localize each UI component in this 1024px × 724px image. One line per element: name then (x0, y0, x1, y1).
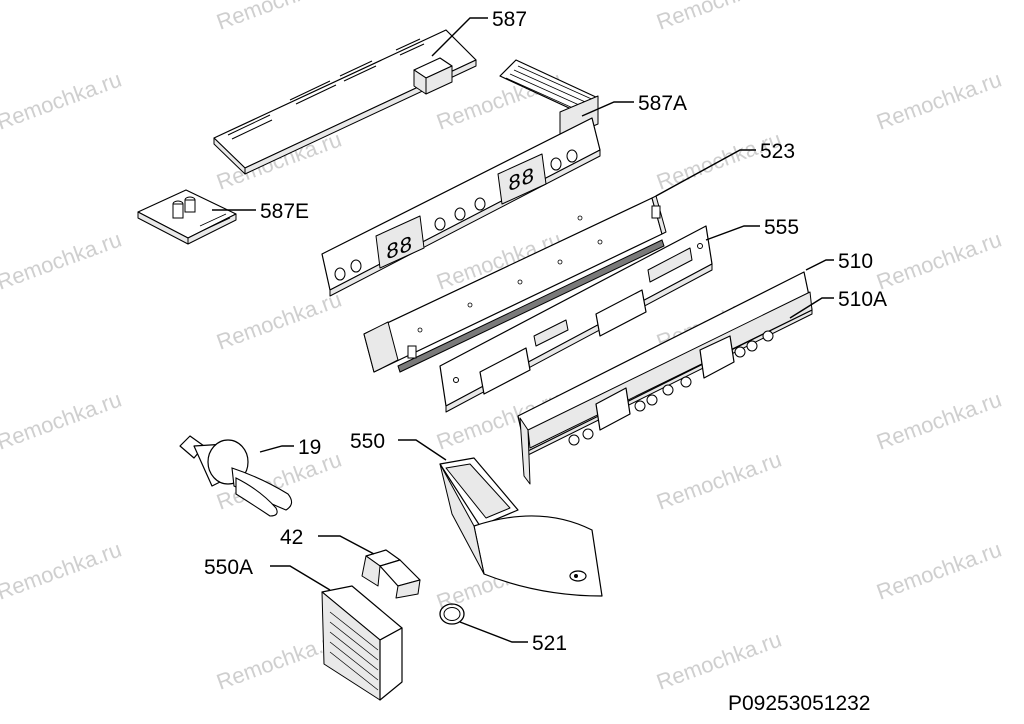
label-19: 19 (298, 436, 321, 459)
label-550: 550 (350, 430, 385, 453)
label-521: 521 (532, 632, 567, 655)
label-555: 555 (764, 216, 799, 239)
label-523: 523 (760, 140, 795, 163)
part-555-front-frame (439, 225, 713, 413)
watermark-text: Remochka.ru (873, 386, 1005, 454)
label-42: 42 (280, 526, 303, 549)
part-587e-small-board (137, 189, 237, 245)
part-523-bracket (363, 195, 667, 373)
part-19-lamp (179, 435, 293, 517)
watermark-text: Remochka.ru (213, 286, 345, 354)
watermark-text: Remochka.ru (873, 66, 1005, 134)
watermark-text: Remochka.ru (0, 386, 125, 454)
part-521-ring (439, 603, 465, 625)
label-510a: 510A (838, 288, 887, 311)
label-550a: 550A (204, 556, 253, 579)
part-550-cover (439, 457, 603, 597)
label-587e: 587E (260, 200, 309, 223)
part-587-pcb (213, 29, 477, 175)
watermark-text: Remochka.ru (0, 536, 125, 604)
watermark-text: Remochka.ru (653, 626, 785, 694)
part-550a-lower-cover (321, 585, 403, 701)
label-510: 510 (838, 250, 873, 273)
part-510-fascia (517, 271, 813, 485)
part-587a-display-board: 88 88 (321, 59, 601, 297)
watermark-text: Remochka.ru (873, 226, 1005, 294)
label-587: 587 (492, 8, 527, 31)
watermark-text: Remochka.ru (873, 536, 1005, 604)
watermark-text: Remochka.ru (653, 446, 785, 514)
label-587a: 587A (638, 92, 687, 115)
watermark-text: Remochka.ru (0, 66, 125, 134)
part-labels: 587 587A 587E 523 555 510 510A 19 550 42… (204, 8, 887, 655)
watermark-text: Remochka.ru (213, 0, 345, 35)
diagram-reference-code: P09253051232 (728, 692, 870, 715)
leader-lines (212, 17, 834, 643)
part-42-holder (361, 549, 421, 599)
watermark-text: Remochka.ru (653, 0, 785, 35)
watermark-text: Remochka.ru (0, 226, 125, 294)
